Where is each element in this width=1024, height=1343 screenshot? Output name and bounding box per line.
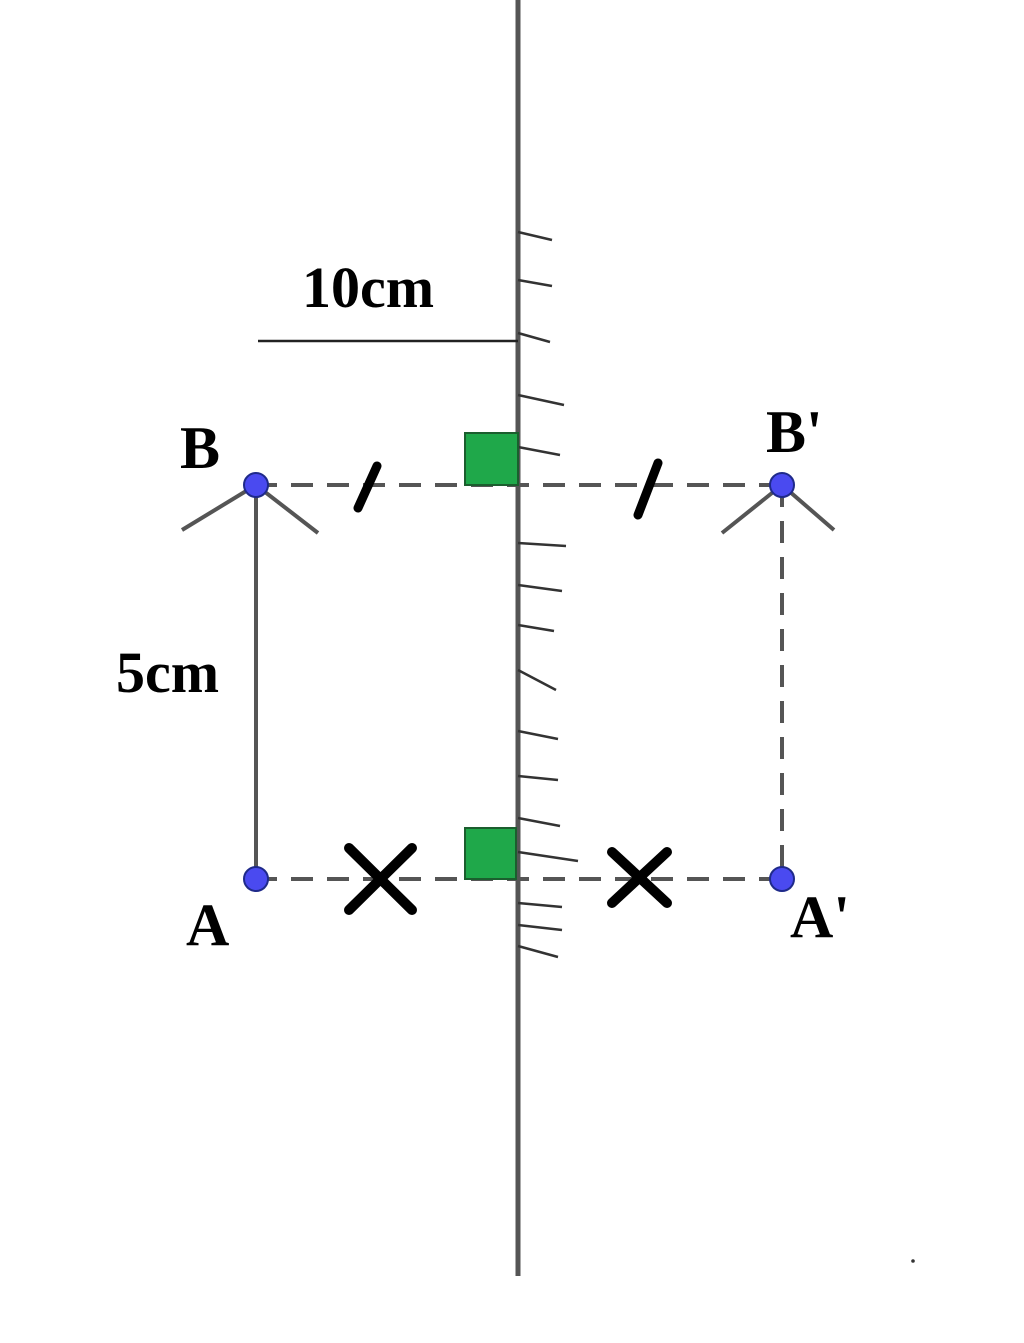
hatch-mark <box>517 230 553 242</box>
hatch-mark <box>517 923 563 932</box>
point-b <box>243 472 269 498</box>
label-point-b-prime: B' <box>766 399 823 465</box>
right-angle-marker-bottom <box>464 827 517 880</box>
equal-slash-mark-left <box>353 461 382 513</box>
right-angle-marker-top <box>464 432 519 486</box>
point-a <box>243 866 269 892</box>
label-object-height: 5cm <box>116 640 219 705</box>
hatch-mark <box>517 774 559 782</box>
hatch-mark <box>517 278 553 288</box>
hatch-mark <box>517 445 561 457</box>
equal-slash-mark-right <box>633 458 663 520</box>
hatch-mark <box>517 583 563 593</box>
mirror-hatching <box>517 230 579 959</box>
hatch-mark <box>517 331 551 344</box>
hatch-mark <box>517 668 557 692</box>
equal-cross-mark-left <box>344 843 417 915</box>
hatch-mark <box>517 901 563 909</box>
hatch-mark <box>517 729 559 741</box>
point-b-prime <box>769 472 795 498</box>
hatch-mark <box>517 850 579 863</box>
label-point-a: A <box>186 892 229 958</box>
point-a-prime <box>769 866 795 892</box>
hatch-mark <box>517 393 565 407</box>
hatch-mark <box>517 541 567 548</box>
label-distance-to-mirror: 10cm <box>302 255 434 320</box>
hatch-mark <box>517 623 555 633</box>
hatch-mark <box>517 944 559 959</box>
hatch-mark <box>517 816 561 828</box>
label-point-b: B <box>180 415 220 481</box>
label-point-a-prime: A' <box>790 884 850 950</box>
stray-dot <box>911 1259 915 1263</box>
equal-cross-mark-right <box>607 847 672 908</box>
